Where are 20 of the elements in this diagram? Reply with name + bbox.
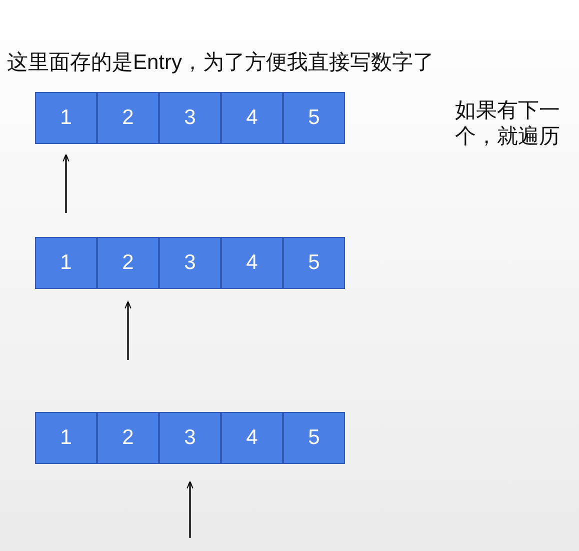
arrow <box>62 154 70 213</box>
array-cell: 4 <box>221 237 283 289</box>
note-text: 如果有下一个，就遍历 <box>455 98 561 150</box>
array-cell: 1 <box>35 92 97 144</box>
array-cell: 4 <box>221 412 283 464</box>
array-cell: 1 <box>35 412 97 464</box>
array-cell: 2 <box>97 92 159 144</box>
arrow <box>124 300 132 360</box>
array-cell: 3 <box>159 412 221 464</box>
array-cell: 3 <box>159 92 221 144</box>
array-cell: 4 <box>221 92 283 144</box>
array-cell: 5 <box>283 92 345 144</box>
array-cell: 5 <box>283 237 345 289</box>
arrow <box>186 480 194 538</box>
array-cell: 2 <box>97 412 159 464</box>
title: 这里面存的是Entry，为了方便我直接写数字了 <box>7 50 434 76</box>
array-cell: 2 <box>97 237 159 289</box>
array-cell: 3 <box>159 237 221 289</box>
array-cell: 1 <box>35 237 97 289</box>
array-cell: 5 <box>283 412 345 464</box>
